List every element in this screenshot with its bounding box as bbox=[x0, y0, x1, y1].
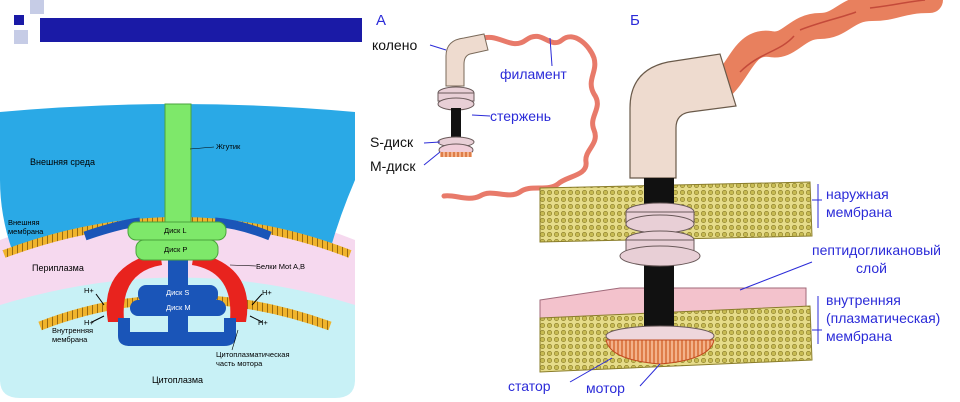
panel-a-letter: А bbox=[376, 12, 387, 29]
panel-a-drawing bbox=[423, 33, 600, 201]
schematic-diagram bbox=[0, 103, 355, 398]
periplasm-label: Периплазма bbox=[32, 263, 84, 273]
flagellum-shaft bbox=[164, 103, 192, 227]
disk-m-label: Диск M bbox=[166, 303, 191, 312]
outer-membrane-label-1: Внешняя bbox=[8, 218, 40, 227]
filament-a bbox=[441, 33, 600, 201]
outer-membrane-label-b1: наружная bbox=[826, 186, 889, 202]
cytoplasm-label: Цитоплазма bbox=[152, 375, 204, 385]
inner-membrane-label-b2: (плазматическая) bbox=[826, 310, 941, 326]
rod-label-a: стержень bbox=[490, 108, 552, 124]
m-disk-label: М-диск bbox=[370, 158, 416, 174]
h-plus-label-1: H+ bbox=[84, 286, 94, 295]
motor-label: мотор bbox=[586, 380, 625, 396]
motor-shape bbox=[605, 339, 715, 365]
peptidoglycan-label-2: слой bbox=[856, 260, 887, 276]
stator-label: статор bbox=[508, 378, 551, 394]
mot-proteins-label: Белки Mot A,B bbox=[256, 262, 306, 271]
disk-p-shape bbox=[135, 239, 219, 261]
mot-protein-right bbox=[192, 252, 248, 322]
outer-membrane-label-b2: мембрана bbox=[826, 204, 892, 220]
disk-m-shape bbox=[130, 300, 226, 316]
external-env-label: Внешняя среда bbox=[30, 157, 95, 167]
panel-b-letter: Б bbox=[630, 12, 640, 29]
disk-l-label: Диск L bbox=[164, 226, 187, 235]
outer-membrane-label-2: мембрана bbox=[8, 227, 44, 236]
flagellum-label: Жгутик bbox=[216, 142, 241, 151]
inner-membrane-label-b3: мембрана bbox=[826, 328, 892, 344]
cyto-motor-label-2: часть мотора bbox=[216, 359, 263, 368]
hook-b bbox=[629, 53, 737, 179]
header-bar bbox=[40, 18, 362, 42]
peptidoglycan-label-1: пептидогликановый bbox=[812, 242, 941, 258]
panel-b-drawing bbox=[539, 0, 943, 387]
decor-square-3 bbox=[14, 30, 28, 44]
inner-membrane-label-1: Внутренняя bbox=[52, 326, 94, 335]
rod-a bbox=[451, 108, 461, 138]
mot-protein-left bbox=[106, 252, 162, 322]
h-plus-label-3: H+ bbox=[262, 288, 272, 297]
inner-membrane-label-b1: внутренняя bbox=[826, 292, 901, 308]
disk-s-shape bbox=[138, 285, 218, 303]
disk-s-label: Диск S bbox=[166, 288, 190, 297]
hook-label-a: колено bbox=[372, 37, 418, 53]
cyto-motor-label-1: Цитоплазматическая bbox=[216, 350, 290, 359]
decor-square-2 bbox=[30, 0, 44, 14]
filament-label-a: филамент bbox=[500, 66, 567, 82]
decor-square-1 bbox=[14, 15, 24, 25]
disk-p-label: Диск P bbox=[164, 245, 188, 254]
h-plus-label-4: H+ bbox=[258, 318, 268, 327]
h-plus-label-2: H+ bbox=[84, 318, 94, 327]
filament-b bbox=[705, 0, 943, 103]
inner-membrane-label-2: мембрана bbox=[52, 335, 88, 344]
s-disk-label: S-диск bbox=[370, 134, 414, 150]
hook-a bbox=[445, 33, 489, 87]
